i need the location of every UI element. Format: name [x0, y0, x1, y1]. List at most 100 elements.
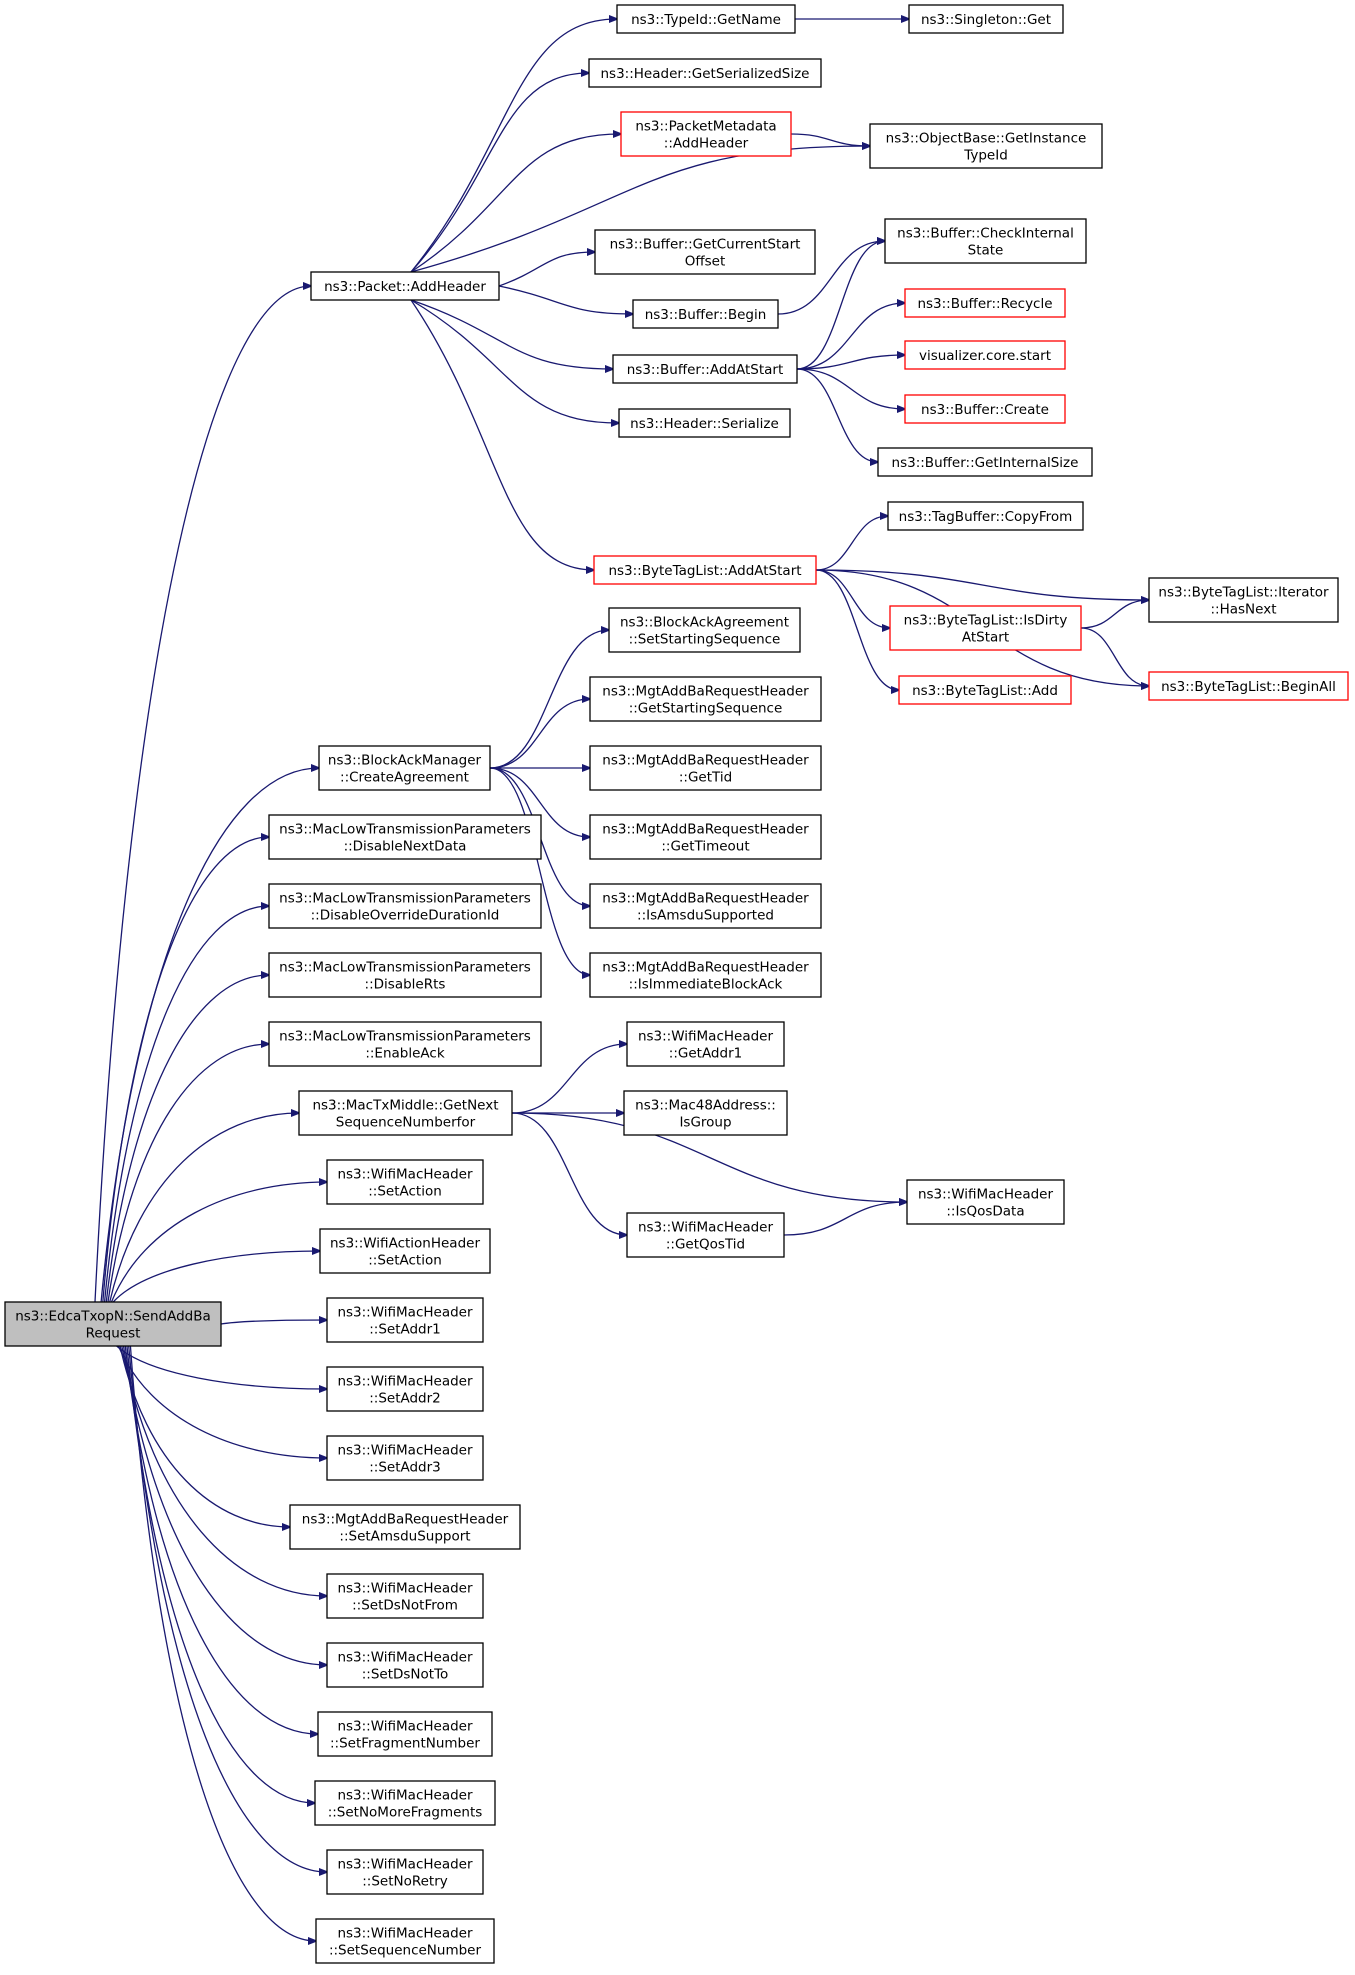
node-mgtSetAmsdu[interactable]: ns3::MgtAddBaRequestHeader::SetAmsduSupp… — [289, 1504, 521, 1550]
node-box — [884, 218, 1087, 264]
node-label: ns3::WifiMacHeader — [638, 1029, 774, 1045]
node-wahSetAction[interactable]: ns3::WifiActionHeader::SetAction — [319, 1228, 491, 1274]
node-mltpEnableAck[interactable]: ns3::MacLowTransmissionParameters::Enabl… — [268, 1021, 542, 1067]
node-tagBufCopyFrom[interactable]: ns3::TagBuffer::CopyFrom — [887, 501, 1084, 531]
node-box — [289, 1504, 521, 1550]
node-label: ::CreateAgreement — [340, 770, 469, 786]
node-wmhGetQosTid[interactable]: ns3::WifiMacHeader::GetQosTid — [626, 1212, 785, 1258]
node-label: ::SetNoMoreFragments — [328, 1805, 483, 1821]
node-label: ::GetAddr1 — [669, 1046, 742, 1062]
node-btlAdd[interactable]: ns3::ByteTagList::Add — [898, 675, 1072, 705]
node-label: ::SetAction — [368, 1253, 442, 1269]
node-box — [608, 607, 801, 653]
node-mltpDisableOverride[interactable]: ns3::MacLowTransmissionParameters::Disab… — [268, 883, 542, 929]
edge-root-to-wmhSetSeqNum — [129, 1345, 316, 1941]
node-label: ns3::WifiMacHeader — [337, 1305, 473, 1321]
node-mac48IsGroup[interactable]: ns3::Mac48Address::IsGroup — [623, 1090, 788, 1136]
node-wmhSetAddr3[interactable]: ns3::WifiMacHeader::SetAddr3 — [326, 1435, 484, 1481]
edge-root-to-wmhSetAction — [110, 1182, 327, 1303]
node-hdrGetSerSize[interactable]: ns3::Header::GetSerializedSize — [588, 58, 822, 88]
node-label: ns3::ByteTagList::AddAtStart — [608, 563, 801, 579]
node-label: ::IsQosData — [946, 1204, 1024, 1220]
node-label: ns3::WifiMacHeader — [337, 1788, 473, 1804]
node-mltpDisableNextData[interactable]: ns3::MacLowTransmissionParameters::Disab… — [268, 814, 542, 860]
edge-bufAddAtStart-to-bufCreate — [796, 368, 905, 409]
node-label: ns3::MgtAddBaRequestHeader — [302, 1512, 509, 1528]
node-wmhIsQosData[interactable]: ns3::WifiMacHeader::IsQosData — [906, 1179, 1065, 1225]
node-mgtIsAmsdu[interactable]: ns3::MgtAddBaRequestHeader::IsAmsduSuppo… — [589, 883, 822, 929]
node-label: IsGroup — [679, 1115, 731, 1131]
node-wmhGetAddr1[interactable]: ns3::WifiMacHeader::GetAddr1 — [626, 1021, 785, 1067]
node-label: ::SetAction — [368, 1184, 442, 1200]
node-label: ns3::WifiMacHeader — [337, 1926, 473, 1942]
node-singletonGet[interactable]: ns3::Singleton::Get — [908, 4, 1064, 34]
edge-pktAddHeader-to-typeIdGetName — [410, 19, 617, 273]
node-bufBegin[interactable]: ns3::Buffer::Begin — [632, 299, 779, 329]
node-mgtIsImmediate[interactable]: ns3::MgtAddBaRequestHeader::IsImmediateB… — [589, 952, 822, 998]
edge-bufAddAtStart-to-bufCheckInternal — [796, 241, 885, 370]
node-mltpDisableRts[interactable]: ns3::MacLowTransmissionParameters::Disab… — [268, 952, 542, 998]
node-box — [889, 605, 1082, 651]
edge-mtmGetNextSeq-to-wmhIsQosData — [511, 1112, 907, 1202]
node-pmAddHeader[interactable]: ns3::PacketMetadata::AddHeader — [620, 111, 792, 157]
edge-root-to-wmhSetAddr3 — [117, 1345, 327, 1458]
node-mgtGetStartSeq[interactable]: ns3::MgtAddBaRequestHeader::GetStartingS… — [589, 676, 822, 722]
node-box — [298, 1090, 513, 1136]
node-wmhSetAction[interactable]: ns3::WifiMacHeader::SetAction — [326, 1159, 484, 1205]
node-wmhSetDsNotFrom[interactable]: ns3::WifiMacHeader::SetDsNotFrom — [326, 1573, 484, 1619]
node-wmhSetAddr2[interactable]: ns3::WifiMacHeader::SetAddr2 — [326, 1366, 484, 1412]
node-bufAddAtStart[interactable]: ns3::Buffer::AddAtStart — [612, 354, 798, 384]
node-mgtGetTid[interactable]: ns3::MgtAddBaRequestHeader::GetTid — [589, 745, 822, 791]
node-baaSetStartSeq[interactable]: ns3::BlockAckAgreement::SetStartingSeque… — [608, 607, 801, 653]
node-box — [904, 340, 1066, 370]
node-label: ns3::MgtAddBaRequestHeader — [602, 891, 809, 907]
node-box — [314, 1780, 496, 1826]
node-label: ::GetStartingSequence — [629, 701, 783, 717]
node-wmhSetAddr1[interactable]: ns3::WifiMacHeader::SetAddr1 — [326, 1297, 484, 1343]
node-label: ::SetAddr2 — [369, 1391, 441, 1407]
node-label: Request — [86, 1326, 141, 1342]
edge-btlAddAtStart-to-btlIsDirty — [815, 569, 890, 628]
node-typeIdGetName[interactable]: ns3::TypeId::GetName — [616, 4, 796, 34]
node-label: ::DisableOverrideDurationId — [311, 908, 500, 924]
node-wmhSetNoMoreFrag[interactable]: ns3::WifiMacHeader::SetNoMoreFragments — [314, 1780, 496, 1826]
node-btlBeginAll[interactable]: ns3::ByteTagList::BeginAll — [1148, 671, 1349, 701]
edge-root-to-mltpDisableNextData — [102, 837, 269, 1303]
edge-root-to-wahSetAction — [112, 1251, 320, 1303]
node-box — [589, 883, 822, 929]
node-wmhSetDsNotTo[interactable]: ns3::WifiMacHeader::SetDsNotTo — [326, 1642, 484, 1688]
node-box — [1148, 671, 1349, 701]
node-btlIterHasNext[interactable]: ns3::ByteTagList::Iterator::HasNext — [1148, 577, 1339, 623]
node-vizStart[interactable]: visualizer.core.start — [904, 340, 1066, 370]
node-wmhSetFragNum[interactable]: ns3::WifiMacHeader::SetFragmentNumber — [317, 1711, 493, 1757]
node-box — [906, 1179, 1065, 1225]
node-wmhSetNoRetry[interactable]: ns3::WifiMacHeader::SetNoRetry — [326, 1849, 484, 1895]
node-label: ::SetDsNotFrom — [352, 1598, 458, 1614]
node-label: ::DisableRts — [365, 977, 446, 993]
node-bufGetInternalSize[interactable]: ns3::Buffer::GetInternalSize — [877, 447, 1093, 477]
node-box — [623, 1090, 788, 1136]
node-wmhSetSeqNum[interactable]: ns3::WifiMacHeader::SetSequenceNumber — [315, 1918, 495, 1964]
node-label: ns3::WifiMacHeader — [337, 1581, 473, 1597]
node-mtmGetNextSeq[interactable]: ns3::MacTxMiddle::GetNextSequenceNumberf… — [298, 1090, 513, 1136]
node-hdrSerialize[interactable]: ns3::Header::Serialize — [618, 408, 791, 438]
node-pktAddHeader[interactable]: ns3::Packet::AddHeader — [310, 271, 500, 301]
node-label: AtStart — [962, 630, 1009, 646]
node-bufRecycle[interactable]: ns3::Buffer::Recycle — [904, 288, 1066, 318]
node-bufCreate[interactable]: ns3::Buffer::Create — [904, 394, 1066, 424]
node-label: ns3::MacTxMiddle::GetNext — [312, 1098, 498, 1114]
node-bamCreateAgreement[interactable]: ns3::BlockAckManager::CreateAgreement — [318, 745, 491, 791]
node-box — [904, 288, 1066, 318]
node-label: ::GetQosTid — [666, 1237, 745, 1253]
node-btlAddAtStart[interactable]: ns3::ByteTagList::AddAtStart — [593, 555, 817, 585]
node-label: ::SetAddr1 — [369, 1322, 441, 1338]
node-mgtGetTimeout[interactable]: ns3::MgtAddBaRequestHeader::GetTimeout — [589, 814, 822, 860]
edge-btlIsDirty-to-btlBeginAll — [1080, 627, 1149, 686]
